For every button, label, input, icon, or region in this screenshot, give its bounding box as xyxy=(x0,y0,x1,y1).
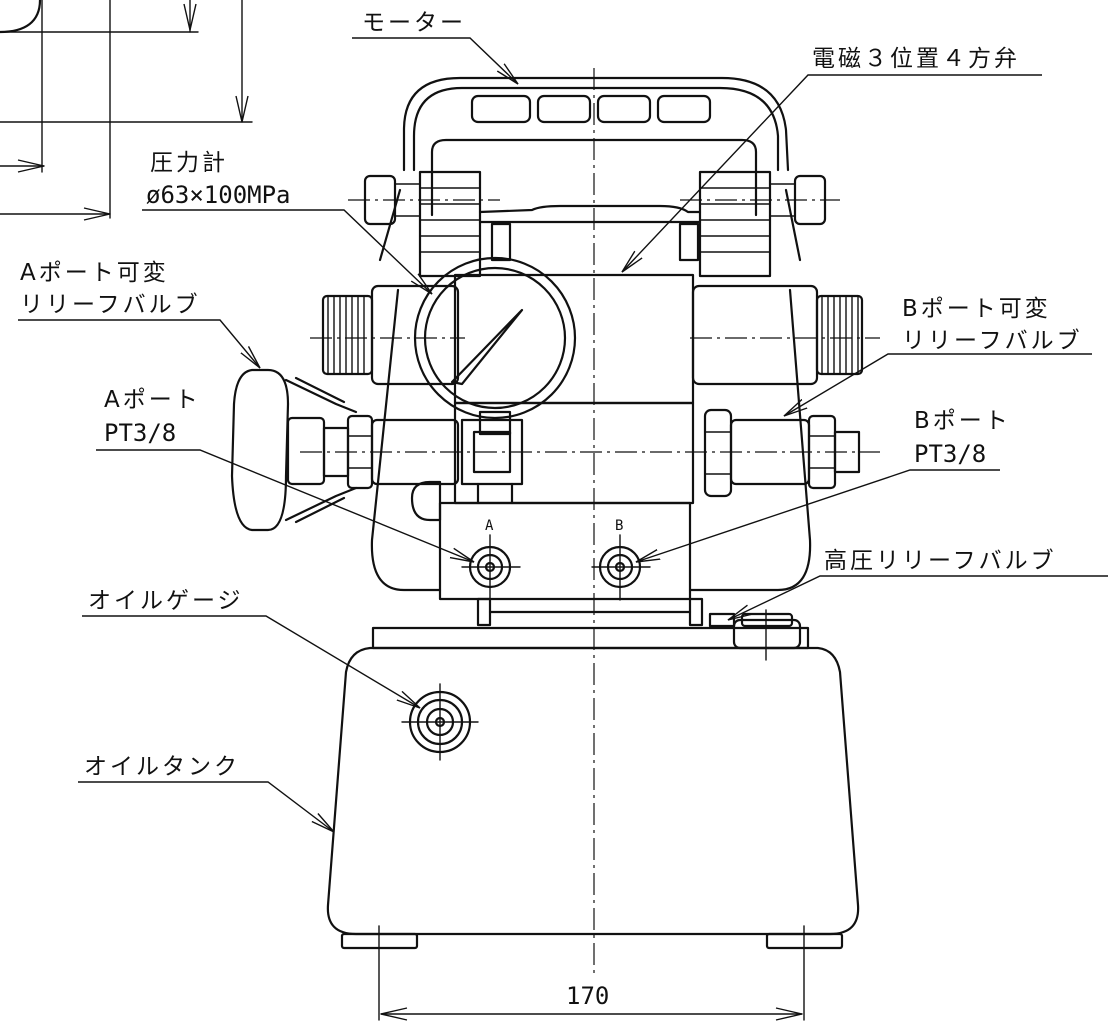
label-a-port-1: Aポート xyxy=(104,387,201,413)
label-oil-gauge: オイルゲージ xyxy=(88,588,244,614)
dimension-170-text: 170 xyxy=(566,982,609,1010)
label-a-relief-1: Aポート可変 xyxy=(20,260,169,286)
handwheel xyxy=(230,368,358,532)
port-block: A B xyxy=(438,501,692,601)
label-solenoid-valve: 電磁３位置４方弁 xyxy=(812,46,1020,72)
port-b-mark: B xyxy=(615,518,623,534)
label-a-relief-2: リリーフバルブ xyxy=(20,292,201,318)
port-a-mark: A xyxy=(485,518,494,534)
oil-gauge xyxy=(401,683,479,761)
tank-top-plate xyxy=(371,626,810,650)
a-port-relief-valve xyxy=(310,284,465,386)
motor xyxy=(370,76,812,592)
block-neck xyxy=(476,597,704,627)
dimension-170: 170 xyxy=(378,925,805,1021)
label-high-pressure-relief: 高圧リリーフバルブ xyxy=(824,548,1057,574)
label-a-port-2: PT3/8 xyxy=(104,419,176,447)
label-pressure-gauge-2: ø63×100MPa xyxy=(146,181,291,209)
labels: モーター 電磁３位置４方弁 圧力計 ø63×100MPa Aポート可変 リリーフ… xyxy=(20,10,1083,780)
partial-side-view xyxy=(0,0,253,221)
leader-lines xyxy=(18,37,1108,832)
b-port-relief-valve xyxy=(690,284,880,386)
label-motor: モーター xyxy=(362,10,466,36)
label-b-relief-1: Bポート可変 xyxy=(902,296,1051,322)
solenoid-left xyxy=(348,170,500,278)
high-pressure-relief-valve xyxy=(708,609,802,661)
oil-tank xyxy=(326,646,860,950)
solenoid-right xyxy=(680,170,840,278)
label-b-port-2: PT3/8 xyxy=(914,440,986,468)
label-b-port-1: Bポート xyxy=(914,408,1011,434)
coil-bracket xyxy=(478,204,702,262)
label-oil-tank: オイルタンク xyxy=(84,754,240,780)
label-b-relief-2: リリーフバルブ xyxy=(902,328,1083,354)
label-pressure-gauge-1: 圧力計 xyxy=(150,150,228,176)
pressure-gauge xyxy=(413,256,577,436)
